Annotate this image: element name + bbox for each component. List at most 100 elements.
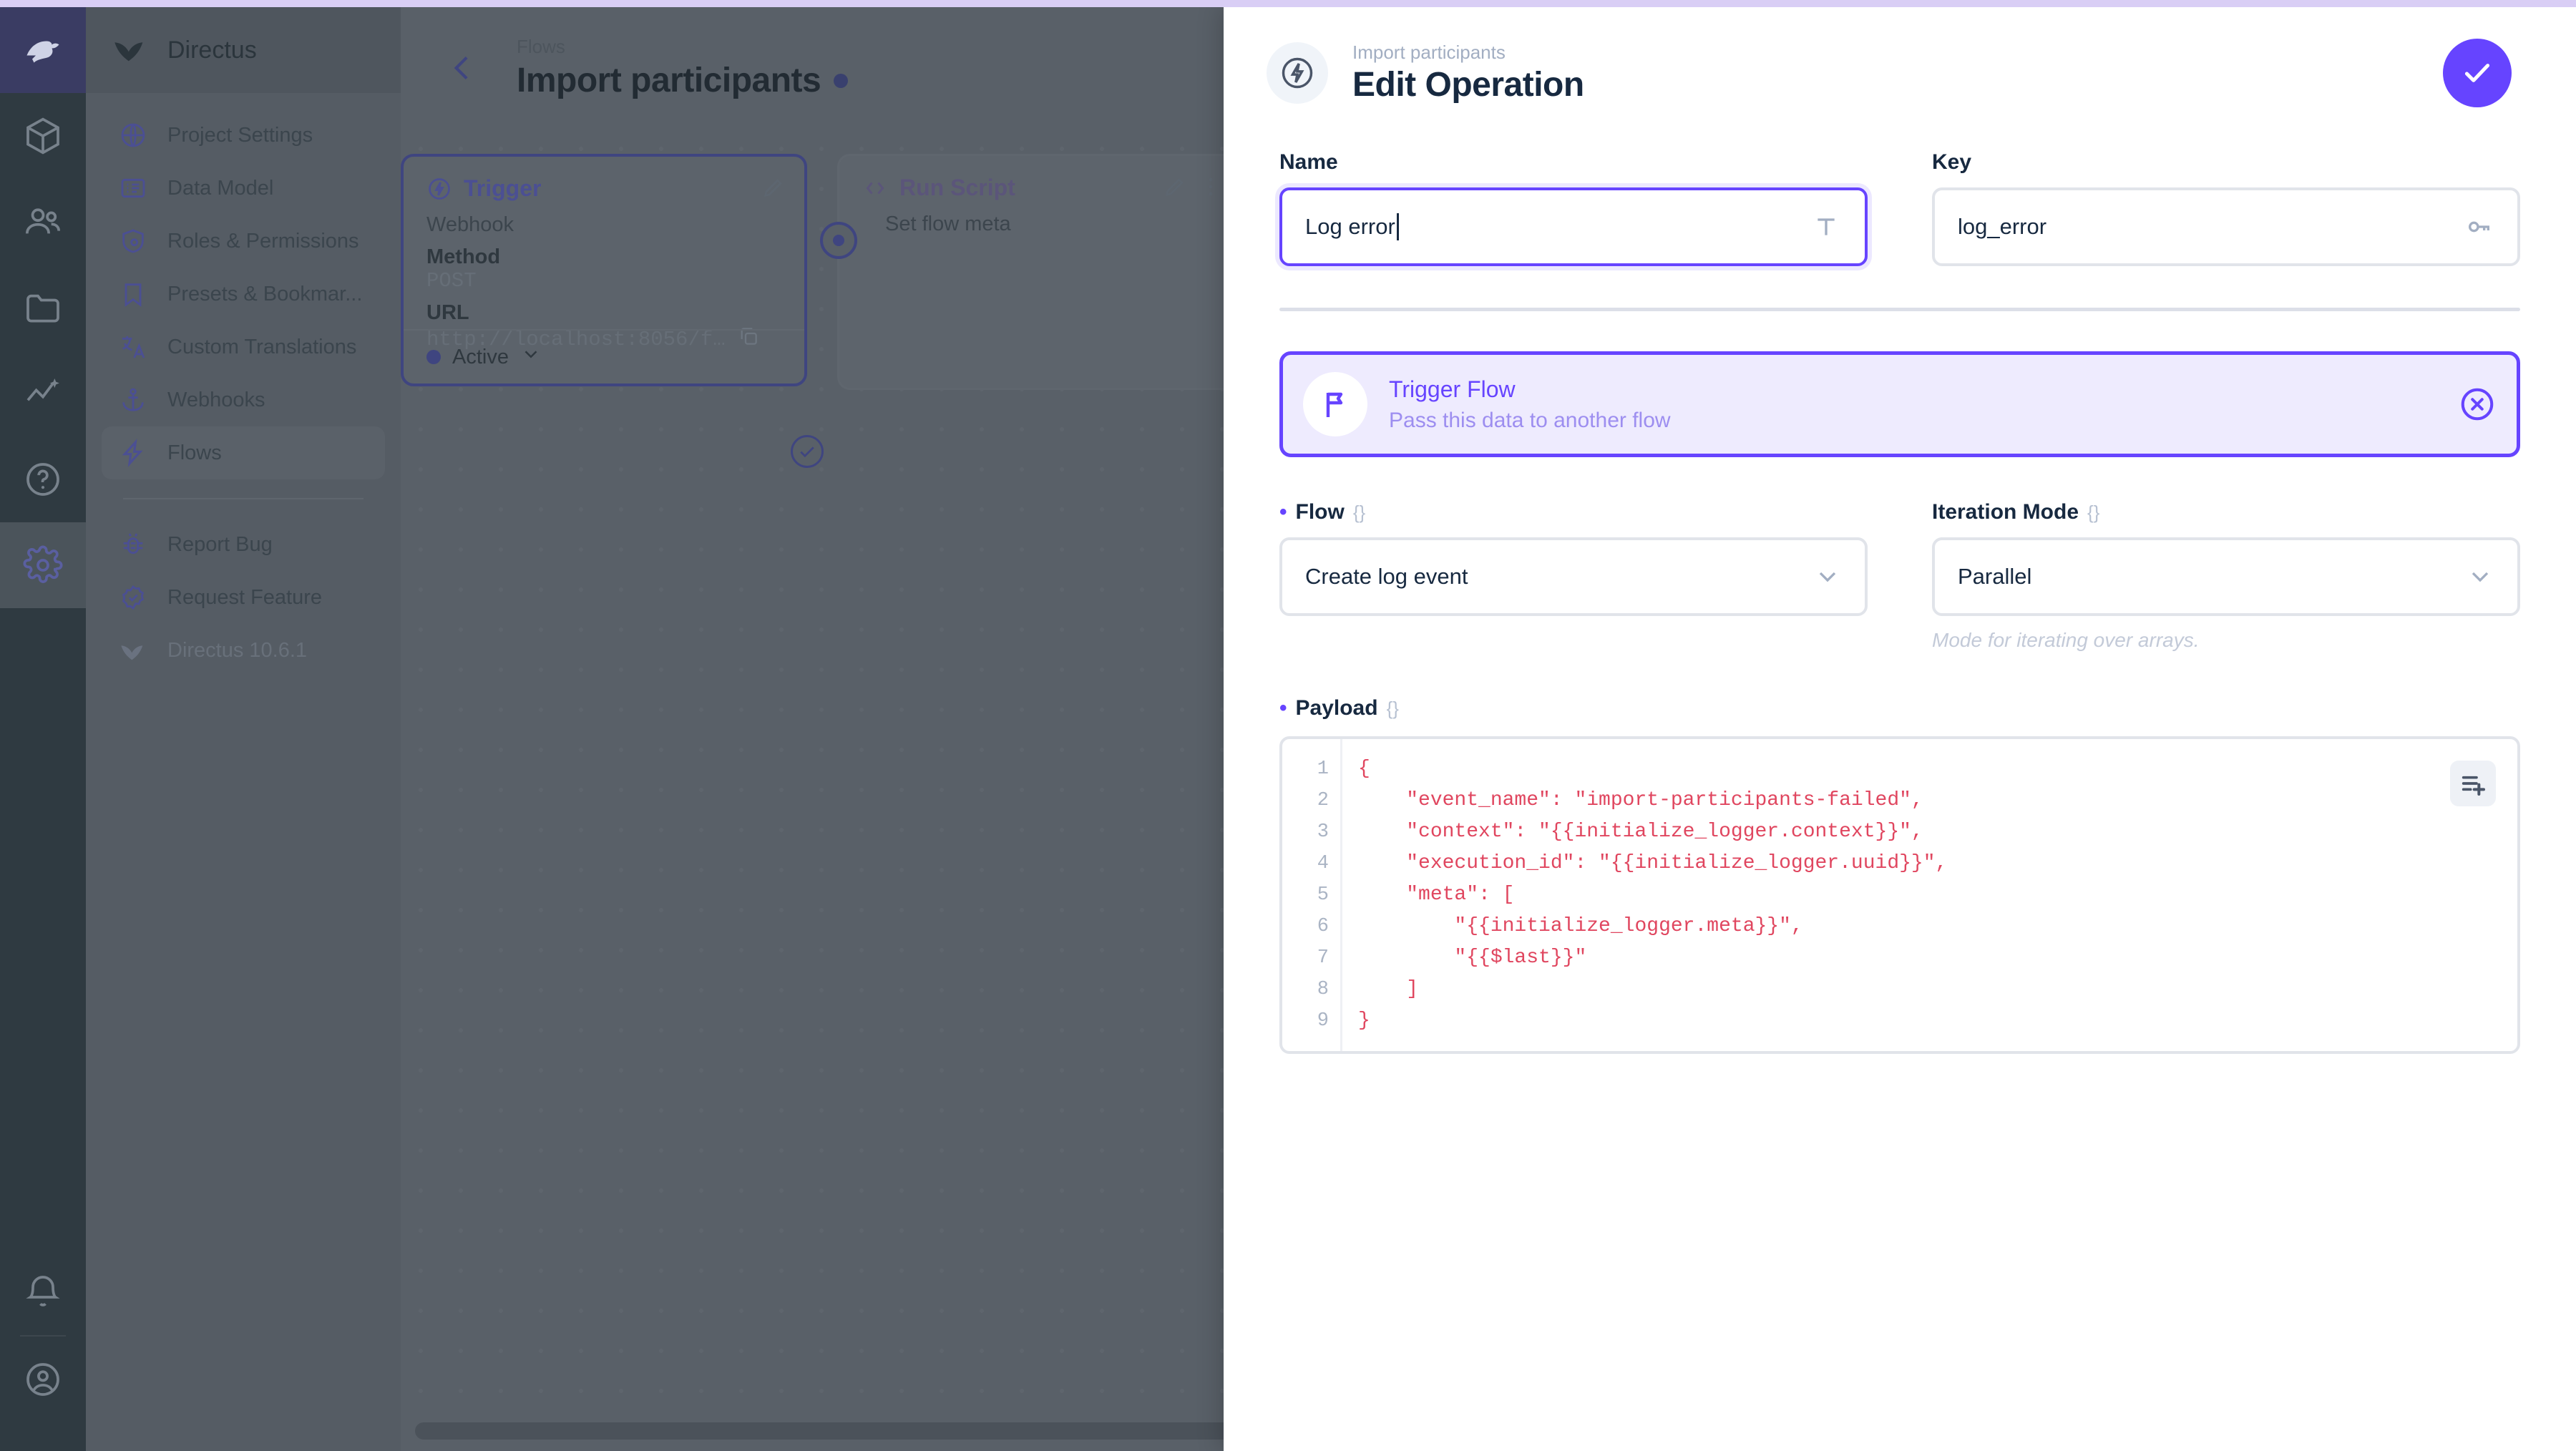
node-header-label: Trigger — [464, 175, 542, 201]
module-settings[interactable] — [0, 522, 86, 608]
code-line-number: 9 — [1317, 1010, 1329, 1032]
format-lines-add-icon[interactable] — [2450, 761, 2496, 806]
breadcrumb: Flows — [517, 36, 565, 57]
module-users[interactable] — [0, 179, 86, 265]
anchor-icon — [117, 384, 149, 416]
chevron-down-icon[interactable] — [520, 343, 542, 371]
code-line-number: 2 — [1317, 790, 1329, 811]
edit-pencil-icon[interactable] — [761, 175, 786, 203]
required-indicator: • — [1279, 500, 1287, 524]
text-format-icon[interactable] — [1810, 211, 1842, 243]
bug-icon — [117, 529, 149, 560]
more-options-icon[interactable] — [1199, 175, 1223, 202]
sidebar-item-roles-permissions[interactable]: Roles & Permissions — [102, 215, 385, 268]
bolt-icon — [117, 437, 149, 469]
bolt-circle-icon — [426, 176, 452, 202]
sidebar-divider — [123, 498, 364, 499]
drawer-body: Name Log error Key log_error — [1224, 150, 2576, 1054]
node-actions[interactable] — [1163, 175, 1223, 202]
sidebar-item-report-bug[interactable]: Report Bug — [102, 518, 385, 571]
node-status-label: Active — [452, 345, 509, 368]
node-input-port[interactable] — [820, 222, 857, 259]
module-files[interactable] — [0, 265, 86, 351]
iteration-mode-select-value: Parallel — [1958, 564, 2032, 589]
key-input-value: log_error — [1958, 214, 2047, 239]
flow-select[interactable]: Create log event — [1279, 537, 1868, 616]
payload-label: • Payload {} — [1279, 696, 1399, 720]
drawer-breadcrumb: Import participants — [1352, 41, 1506, 63]
sidebar-item-label: Report Bug — [167, 532, 273, 556]
code-line-number: 5 — [1317, 884, 1329, 906]
key-input[interactable]: log_error — [1932, 187, 2520, 266]
name-field-group: Name Log error — [1279, 150, 1868, 266]
module-account[interactable] — [0, 1337, 86, 1422]
flow-iteration-row: • Flow {} Create log event Iteration Mod… — [1279, 500, 2520, 652]
sidebar-item-label: Roles & Permissions — [167, 229, 359, 253]
sidebar-item-data-model[interactable]: Data Model — [102, 162, 385, 215]
code-line-number: 1 — [1317, 758, 1329, 780]
module-notifications[interactable] — [0, 1249, 86, 1335]
node-status-footer[interactable]: Active — [404, 329, 804, 383]
template-braces-icon: {} — [1352, 501, 1366, 523]
sidebar-item-project-settings[interactable]: Project Settings — [102, 109, 385, 162]
directus-rabbit-logo-icon[interactable] — [0, 7, 86, 93]
key-icon — [2463, 211, 2494, 243]
drawer-title: Edit Operation — [1352, 66, 1584, 104]
operation-type-subtitle: Pass this data to another flow — [1389, 408, 1671, 432]
shield-user-icon — [117, 225, 149, 257]
flow-header: Flows Import participants — [401, 7, 2576, 129]
close-circle-icon[interactable] — [2458, 385, 2497, 424]
sidebar-item-request-feature[interactable]: Request Feature — [102, 571, 385, 624]
code-line-number: 8 — [1317, 979, 1329, 1000]
module-docs[interactable] — [0, 436, 86, 522]
name-key-row: Name Log error Key log_error — [1279, 150, 2520, 266]
edit-operation-drawer: Import participants Edit Operation Name … — [1224, 7, 2576, 1451]
node-header-label: Run Script — [899, 175, 1015, 200]
key-field-group: Key log_error — [1932, 150, 2520, 266]
operation-type-title: Trigger Flow — [1389, 376, 1516, 402]
flow-node-trigger[interactable]: Trigger Webhook Method POST URL http://l… — [401, 154, 807, 386]
sidebar-item-presets-bookmarks[interactable]: Presets & Bookmar... — [102, 268, 385, 321]
module-rail — [0, 7, 86, 1451]
sidebar-item-custom-translations[interactable]: Custom Translations — [102, 321, 385, 373]
save-button[interactable] — [2443, 39, 2512, 107]
settings-sidebar: Directus Project Settings Data Model Rol… — [86, 7, 401, 1451]
node-actions[interactable] — [761, 175, 786, 203]
text-caret — [1396, 213, 1399, 240]
node-header: Trigger — [404, 157, 804, 209]
iteration-mode-field-group: Iteration Mode {} Parallel Mode for iter… — [1932, 500, 2520, 652]
edit-pencil-icon[interactable] — [1163, 175, 1187, 202]
key-label: Key — [1932, 150, 1972, 174]
template-braces-icon: {} — [1386, 697, 1399, 719]
iteration-mode-select[interactable]: Parallel — [1932, 537, 2520, 616]
bookmark-icon — [117, 278, 149, 310]
payload-code-content[interactable]: { "event_name": "import-participants-fai… — [1358, 758, 1948, 1032]
sidebar-item-flows[interactable]: Flows — [102, 426, 385, 479]
code-brackets-icon — [862, 175, 888, 201]
name-input-value: Log error — [1305, 214, 1395, 239]
operation-type-card[interactable]: Trigger Flow Pass this data to another f… — [1279, 351, 2520, 457]
sidebar-version-item: Directus 10.6.1 — [102, 624, 385, 677]
status-dot — [426, 350, 441, 364]
module-insights[interactable] — [0, 351, 86, 436]
code-line-number: 3 — [1317, 821, 1329, 843]
chevron-down-icon — [1813, 562, 1842, 591]
flow-field-group: • Flow {} Create log event — [1279, 500, 1868, 652]
flow-node-run-script-meta[interactable]: Run Script Set flow meta — [837, 154, 1244, 390]
name-input[interactable]: Log error — [1279, 187, 1868, 266]
sidebar-item-label: Request Feature — [167, 585, 323, 609]
flow-select-value: Create log event — [1305, 564, 1468, 589]
chevron-down-icon — [2466, 562, 2494, 591]
list-box-icon — [117, 172, 149, 204]
sidebar-item-webhooks[interactable]: Webhooks — [102, 373, 385, 426]
back-button[interactable] — [429, 34, 498, 102]
template-braces-icon: {} — [2087, 501, 2100, 523]
sidebar-item-label: Presets & Bookmar... — [167, 282, 363, 306]
bolt-circle-icon — [1267, 42, 1328, 104]
sidebar-item-label: Flows — [167, 441, 222, 464]
sidebar-item-label: Custom Translations — [167, 335, 357, 358]
module-content[interactable] — [0, 93, 86, 179]
node-subtitle: Webhook — [426, 213, 514, 236]
